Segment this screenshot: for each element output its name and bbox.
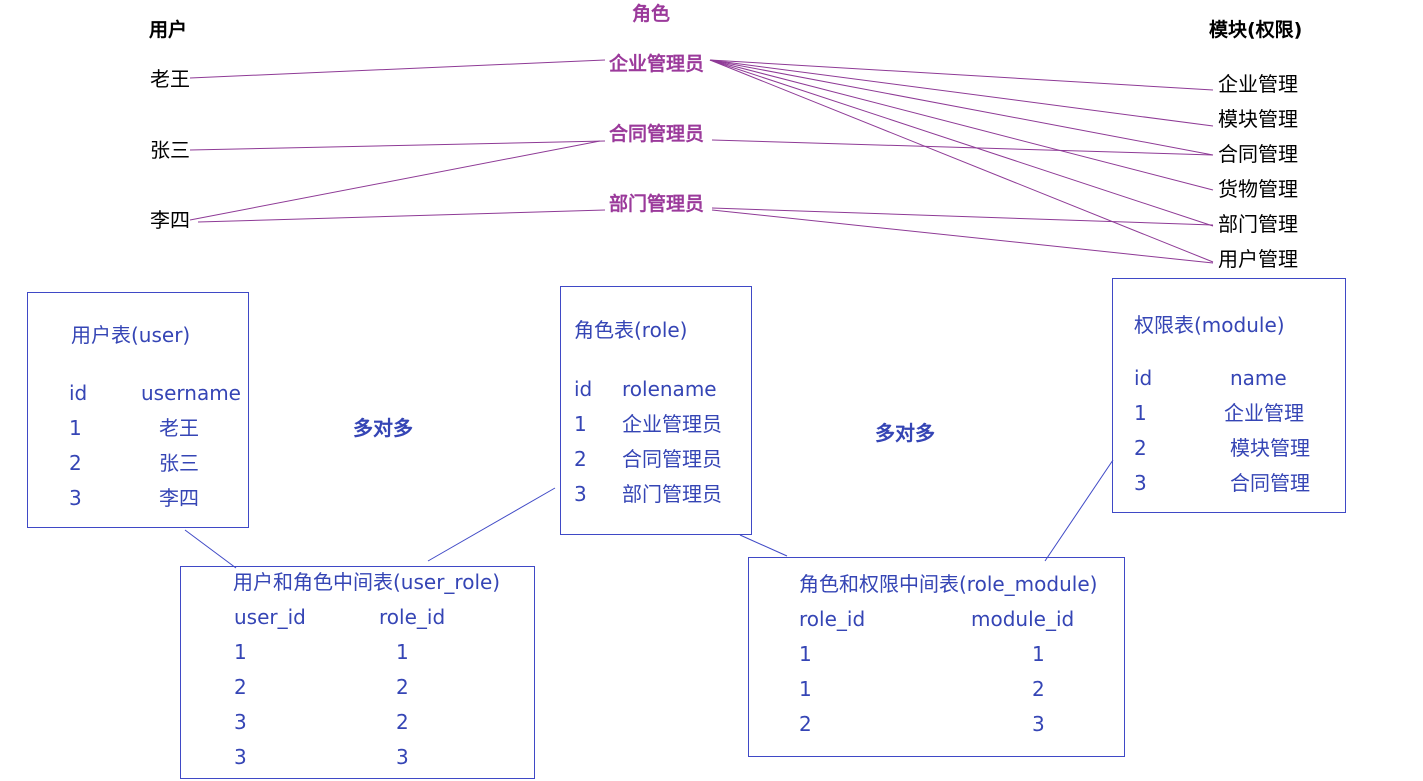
link-dept-admin-m6 xyxy=(711,209,1214,264)
table-cell: 2 xyxy=(396,710,409,734)
column-header: user_id xyxy=(234,605,306,629)
table-cell: 1 xyxy=(234,640,247,664)
user-label: 李四 xyxy=(150,208,190,232)
table-cell: 合同管理员 xyxy=(622,447,722,471)
link-enterprise-admin-m1 xyxy=(709,59,1214,91)
table-title: 用户和角色中间表(user_role) xyxy=(233,570,501,594)
link-contract-admin-m3 xyxy=(711,139,1214,156)
link-enterprise-admin-m6 xyxy=(709,59,1214,263)
column-header: id xyxy=(574,377,593,401)
table-cell: 张三 xyxy=(159,451,199,475)
table-cell: 1 xyxy=(1032,642,1045,666)
link-lisi-contract-admin xyxy=(189,140,601,221)
table-cell: 2 xyxy=(799,712,812,736)
role-table: 角色表(role) id rolename 1 企业管理员 2 合同管理员 3 … xyxy=(560,286,752,535)
user-table: 用户表(user) id username 1 老王 2 张三 3 李四 xyxy=(27,292,249,528)
module-label: 合同管理 xyxy=(1218,142,1298,166)
table-cell: 模块管理 xyxy=(1230,436,1310,460)
table-cell: 企业管理 xyxy=(1224,401,1304,425)
table-cell: 合同管理 xyxy=(1230,471,1310,495)
link-enterprise-admin-m4 xyxy=(709,59,1214,191)
user-label: 老王 xyxy=(150,67,190,91)
link-enterprise-admin-m2 xyxy=(709,59,1214,127)
many-to-many-label: 多对多 xyxy=(353,416,413,440)
user-role-table: 用户和角色中间表(user_role) user_id role_id 1 1 … xyxy=(180,566,535,779)
link-module-table-to-role-module xyxy=(1044,459,1114,562)
role-label: 企业管理员 xyxy=(609,53,705,75)
role-module-table: 角色和权限中间表(role_module) role_id module_id … xyxy=(748,557,1125,757)
table-cell: 1 xyxy=(69,416,82,440)
table-cell: 1 xyxy=(1134,401,1147,425)
table-cell: 企业管理员 xyxy=(622,412,722,436)
link-lisi-dept-admin xyxy=(197,209,606,223)
table-cell: 3 xyxy=(396,745,409,769)
table-cell: 3 xyxy=(69,486,82,510)
table-title: 角色和权限中间表(role_module) xyxy=(799,572,1098,596)
module-label: 模块管理 xyxy=(1218,107,1298,131)
user-label: 张三 xyxy=(150,138,190,162)
link-zhangsan-contract-admin xyxy=(189,140,606,151)
roles-header: 角色 xyxy=(632,3,671,25)
table-cell: 1 xyxy=(396,640,409,664)
table-title: 权限表(module) xyxy=(1134,313,1285,337)
modules-header: 模块(权限) xyxy=(1209,19,1303,41)
many-to-many-label: 多对多 xyxy=(875,421,935,445)
link-laowang-enterprise-admin xyxy=(189,59,606,79)
column-header: id xyxy=(69,381,88,405)
table-cell: 3 xyxy=(574,482,587,506)
column-header: id xyxy=(1134,366,1153,390)
table-cell: 2 xyxy=(69,451,82,475)
table-cell: 李四 xyxy=(159,486,199,510)
table-cell: 3 xyxy=(1032,712,1045,736)
column-header: module_id xyxy=(971,607,1075,631)
module-label: 部门管理 xyxy=(1218,212,1298,236)
role-label: 合同管理员 xyxy=(609,123,705,145)
table-cell: 2 xyxy=(1134,436,1147,460)
table-cell: 2 xyxy=(574,447,587,471)
table-cell: 3 xyxy=(234,710,247,734)
module-label: 用户管理 xyxy=(1218,247,1298,271)
table-title: 角色表(role) xyxy=(574,318,688,342)
role-label: 部门管理员 xyxy=(609,193,705,215)
link-user-table-to-user-role xyxy=(184,529,237,569)
column-header: role_id xyxy=(799,607,866,631)
table-cell: 1 xyxy=(799,642,812,666)
table-cell: 2 xyxy=(234,675,247,699)
table-cell: 3 xyxy=(234,745,247,769)
table-cell: 1 xyxy=(574,412,587,436)
column-header: name xyxy=(1230,366,1287,390)
link-role-table-to-user-role xyxy=(427,487,556,562)
table-title: 用户表(user) xyxy=(71,323,191,347)
users-header: 用户 xyxy=(149,19,188,41)
column-header: username xyxy=(141,381,241,405)
table-cell: 2 xyxy=(1032,677,1045,701)
link-enterprise-admin-m3 xyxy=(709,59,1214,156)
link-enterprise-admin-m5 xyxy=(709,59,1214,227)
link-role-table-to-role-module xyxy=(739,534,788,557)
table-cell: 部门管理员 xyxy=(622,482,722,506)
table-cell: 老王 xyxy=(159,416,199,440)
column-header: rolename xyxy=(622,377,717,401)
column-header: role_id xyxy=(379,605,446,629)
table-cell: 1 xyxy=(799,677,812,701)
table-cell: 2 xyxy=(396,675,409,699)
module-label: 企业管理 xyxy=(1218,72,1298,96)
module-table: 权限表(module) id name 1 企业管理 2 模块管理 3 合同管理 xyxy=(1112,278,1346,513)
module-label: 货物管理 xyxy=(1218,177,1298,201)
table-cell: 3 xyxy=(1134,471,1147,495)
link-dept-admin-m5 xyxy=(711,207,1214,226)
